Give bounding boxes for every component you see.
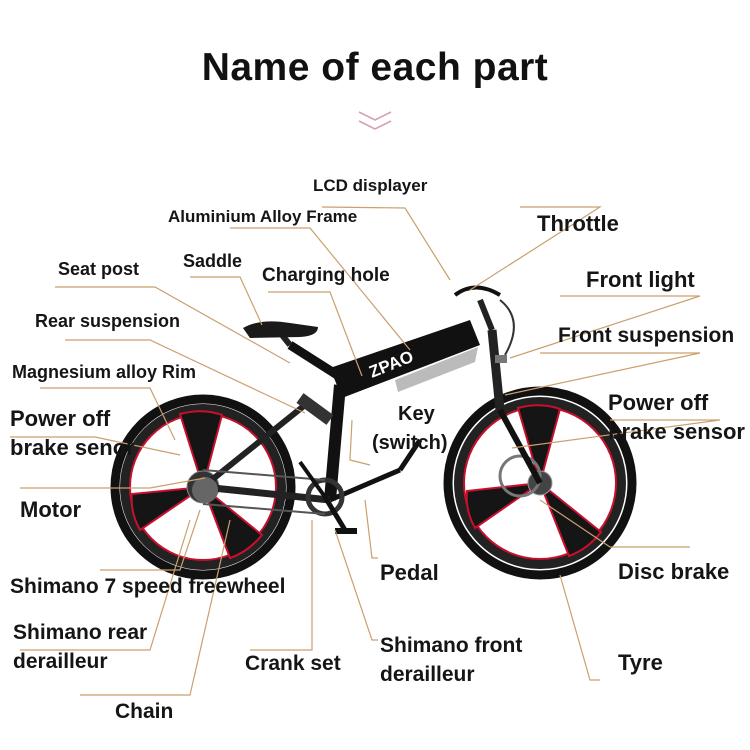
page-title: Name of each part [201, 46, 549, 89]
label-brake-sensor-rear-1: Power off [10, 406, 111, 431]
bike-frame: ZPAO [192, 285, 543, 534]
label-throttle: Throttle [537, 211, 619, 236]
label-rear-derailleur-2: derailleur [13, 650, 108, 673]
double-chevron-down-icon [358, 111, 392, 130]
label-key-switch: (switch) [372, 432, 448, 454]
label-brake-sensor-rear-2: brake senor [10, 435, 135, 460]
label-front-derailleur-2: derailleur [380, 663, 475, 686]
label-saddle: Saddle [183, 251, 243, 271]
label-rear-derailleur-1: Shimano rear [13, 621, 148, 644]
label-crank-set: Crank set [245, 652, 341, 675]
label-front-light: Front light [586, 267, 695, 292]
label-key: Key [398, 403, 435, 425]
label-brake-sensor-front-2: brake sensor [608, 419, 745, 444]
label-charging-hole: Charging hole [262, 265, 390, 286]
label-aluminium-frame: Aluminium Alloy Frame [168, 207, 358, 226]
label-tyre: Tyre [618, 650, 663, 675]
label-chain: Chain [115, 700, 174, 723]
label-disc-brake: Disc brake [618, 559, 730, 584]
label-freewheel: Shimano 7 speed freewheel [10, 575, 286, 598]
label-front-derailleur-1: Shimano front [380, 634, 523, 657]
label-motor: Motor [20, 497, 82, 522]
label-brake-sensor-front-1: Power off [608, 390, 709, 415]
label-magnesium-rim: Magnesium alloy Rim [12, 362, 197, 382]
label-lcd-displayer: LCD displayer [313, 176, 428, 195]
label-seat-post: Seat post [58, 259, 140, 279]
label-pedal: Pedal [380, 560, 439, 585]
label-rear-suspension: Rear suspension [35, 311, 181, 331]
leader-lines [10, 206, 721, 696]
label-front-suspension: Front suspension [558, 324, 735, 347]
